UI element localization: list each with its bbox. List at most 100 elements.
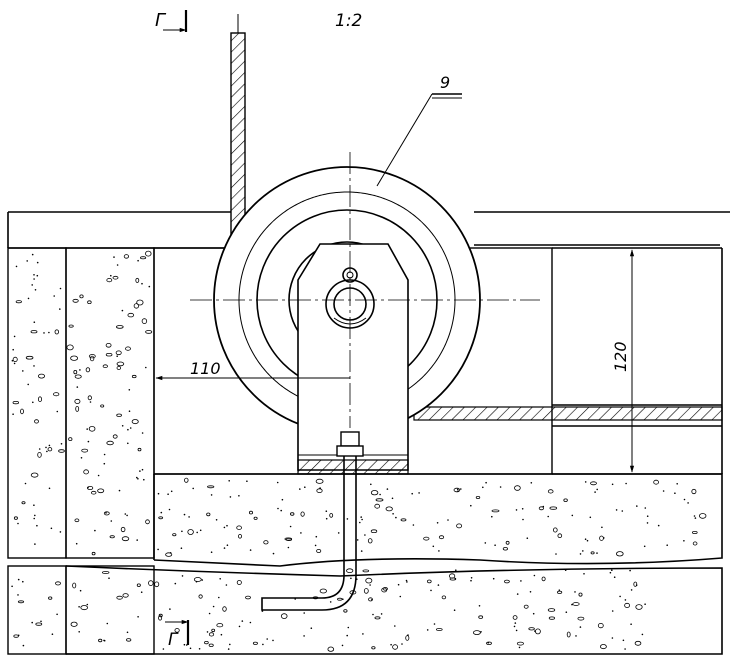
aggregate-dot bbox=[17, 522, 19, 525]
aggregate-dot bbox=[371, 599, 373, 601]
aggregate-dot bbox=[571, 603, 573, 606]
aggregate-dot bbox=[470, 577, 473, 579]
aggregate-dot bbox=[499, 486, 502, 488]
aggregate-stone bbox=[208, 643, 214, 647]
aggregate-dot bbox=[520, 580, 522, 582]
aggregate-dot bbox=[407, 634, 409, 636]
aggregate-dot bbox=[635, 584, 638, 586]
aggregate-dot bbox=[513, 625, 516, 628]
aggregate-stone bbox=[206, 512, 211, 517]
aggregate-dot bbox=[356, 578, 358, 580]
aggregate-dot bbox=[683, 540, 685, 542]
aggregate-dot bbox=[636, 505, 638, 507]
aggregate-dot bbox=[59, 531, 62, 533]
aggregate-dot bbox=[192, 487, 194, 490]
aggregate-stone bbox=[70, 621, 78, 627]
aggregate-dot bbox=[478, 605, 481, 607]
aggregate-stone bbox=[106, 440, 114, 446]
aggregate-dot bbox=[674, 492, 676, 495]
aggregate-dot bbox=[199, 529, 202, 532]
aggregate-stone bbox=[165, 552, 173, 557]
aggregate-dot bbox=[33, 504, 35, 507]
aggregate-stone bbox=[374, 503, 381, 509]
aggregate-dot bbox=[515, 629, 518, 632]
aggregate-dot bbox=[455, 569, 457, 571]
aggregate-stone bbox=[253, 516, 258, 520]
aggregate-stone bbox=[88, 354, 96, 359]
aggregate-stone bbox=[290, 512, 295, 516]
aggregate-stone bbox=[30, 472, 39, 478]
aggregate-dot bbox=[169, 552, 172, 554]
aggregate-dot bbox=[143, 478, 145, 481]
aggregate-stone bbox=[85, 367, 91, 373]
aggregate-dot bbox=[34, 289, 37, 291]
aggregate-stone bbox=[556, 590, 563, 594]
aggregate-dot bbox=[611, 637, 614, 639]
aggregate-stone bbox=[319, 588, 327, 594]
aggregate-stone bbox=[154, 581, 160, 588]
aggregate-dot bbox=[261, 610, 264, 612]
aggregate-dot bbox=[127, 442, 129, 445]
aggregate-dot bbox=[219, 578, 221, 580]
aggregate-dot bbox=[294, 598, 297, 600]
aggregate-dot bbox=[33, 278, 35, 280]
aggregate-dot bbox=[347, 626, 350, 629]
scale-label: 1:2 bbox=[335, 11, 362, 31]
aggregate-stone bbox=[381, 587, 388, 593]
aggregate-dot bbox=[118, 489, 121, 492]
aggregate-stone bbox=[423, 536, 430, 541]
aggregate-stone bbox=[478, 615, 484, 619]
aggregate-dot bbox=[227, 648, 230, 650]
aggregate-dot bbox=[124, 513, 127, 515]
aggregate-dot bbox=[325, 510, 328, 512]
aggregate-stone bbox=[13, 516, 18, 520]
aggregate-dot bbox=[185, 644, 188, 646]
aggregate-stone bbox=[137, 447, 142, 452]
aggregate-stone bbox=[285, 538, 292, 542]
aggregate-stone bbox=[25, 355, 34, 360]
aggregate-stone bbox=[552, 527, 558, 533]
aggregate-stone bbox=[535, 628, 541, 635]
dimension-110-label: 110 bbox=[190, 359, 221, 378]
aggregate-dot bbox=[399, 595, 402, 598]
aggregate-dot bbox=[48, 331, 50, 334]
aggregate-dot bbox=[33, 517, 35, 520]
aggregate-stone bbox=[691, 488, 697, 495]
aggregate-dot bbox=[629, 569, 631, 572]
aggregate-dot bbox=[38, 448, 41, 450]
aggregate-dot bbox=[26, 260, 29, 262]
aggregate-dot bbox=[34, 514, 36, 517]
hatched-strip bbox=[413, 406, 723, 421]
aggregate-dot bbox=[390, 643, 392, 646]
aggregate-stone bbox=[503, 579, 510, 584]
aggregate-stone bbox=[327, 646, 335, 652]
aggregate-dot bbox=[169, 608, 171, 610]
aggregate-stone bbox=[208, 632, 215, 637]
aggregate-dot bbox=[174, 582, 177, 585]
aggregate-stone bbox=[371, 646, 376, 650]
aggregate-dot bbox=[346, 634, 349, 637]
aggregate-dot bbox=[594, 491, 596, 493]
aggregate-stone bbox=[136, 583, 141, 587]
aggregate-dot bbox=[356, 539, 359, 541]
aggregate-stone bbox=[158, 516, 164, 520]
aggregate-dot bbox=[300, 532, 302, 534]
aggregate-dot bbox=[31, 621, 33, 624]
aggregate-dot bbox=[596, 488, 598, 491]
aggregate-dot bbox=[17, 594, 19, 596]
aggregate-dot bbox=[223, 526, 226, 529]
aggregate-dot bbox=[395, 516, 397, 519]
aggregate-stone bbox=[691, 531, 698, 535]
section-marker-top: Г bbox=[155, 10, 188, 33]
aggregate-dot bbox=[225, 584, 228, 586]
aggregate-dot bbox=[314, 544, 317, 547]
aggregate-dot bbox=[51, 633, 54, 635]
aggregate-dot bbox=[579, 553, 582, 555]
aggregate-dot bbox=[108, 577, 110, 579]
aggregate-stone bbox=[121, 536, 130, 542]
aggregate-dot bbox=[113, 256, 115, 258]
aggregate-dot bbox=[359, 521, 361, 524]
aggregate-stone bbox=[405, 635, 410, 641]
aggregate-dot bbox=[249, 549, 252, 551]
aggregate-dot bbox=[432, 545, 435, 548]
